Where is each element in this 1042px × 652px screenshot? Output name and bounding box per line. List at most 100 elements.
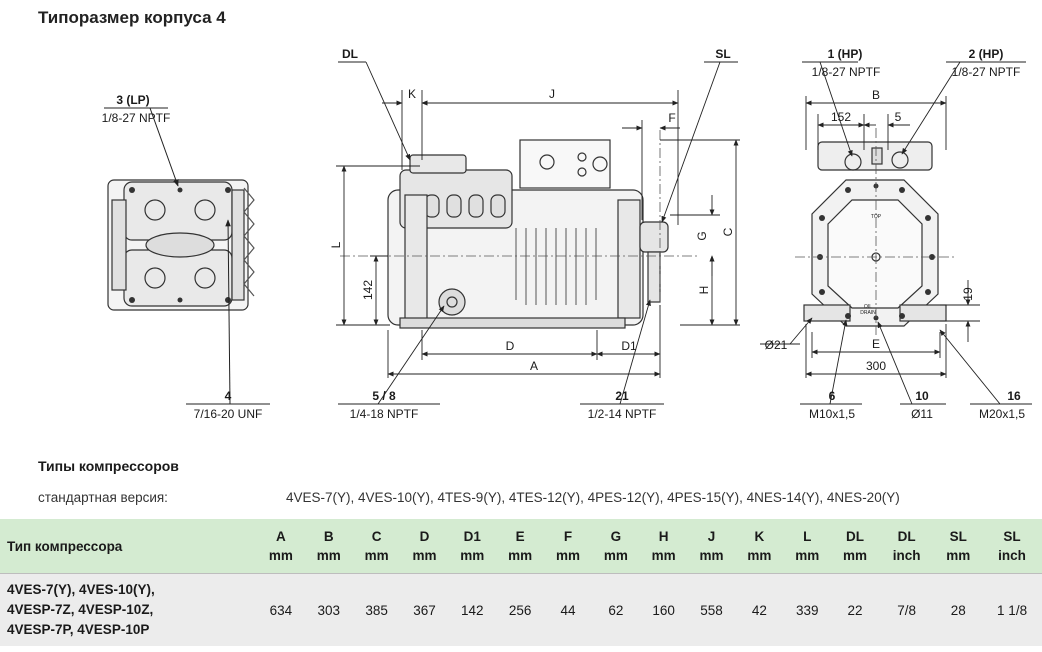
header-col-14: SL mm xyxy=(934,519,982,574)
front-view-labels: 1 (HP) 1/8-27 NPTF 2 (HP) 1/8-27 NPTF B … xyxy=(765,47,1026,421)
port-4-thread: 7/16-20 UNF xyxy=(194,407,263,421)
header-col-name: DL xyxy=(846,529,865,544)
front-view-dimensions xyxy=(760,61,1032,405)
cell-value: 160 xyxy=(639,573,688,646)
port-21-thread: 1/2-14 NPTF xyxy=(588,407,657,421)
label-k: K xyxy=(408,87,416,101)
header-col-unit: mm xyxy=(795,548,820,563)
header-col-unit: mm xyxy=(946,548,971,563)
label-h: H xyxy=(697,286,711,295)
port-16-number: 16 xyxy=(1007,389,1021,403)
header-col-name: H xyxy=(658,529,669,544)
page-title: Типоразмер корпуса 4 xyxy=(38,8,226,27)
cell-value: 28 xyxy=(934,573,983,646)
header-col-unit: mm xyxy=(747,548,772,563)
label-drain: DRAIN xyxy=(860,310,876,316)
label-g: G xyxy=(695,231,709,240)
cell-value: 42 xyxy=(735,573,784,646)
label-f: F xyxy=(668,111,675,125)
header-col-unit: mm xyxy=(555,548,580,563)
callout-lp: 3 (LP) 1/8-27 NPTF xyxy=(102,93,179,187)
header-col-unit: inch xyxy=(892,548,921,563)
cell-value: 142 xyxy=(448,573,497,646)
cell-value: 303 xyxy=(304,573,353,646)
header-col-name: D1 xyxy=(463,529,481,544)
hp2-port-number: 2 (HP) xyxy=(969,47,1004,61)
header-compressor-type: Тип компрессора xyxy=(7,538,123,554)
header-col-unit: mm xyxy=(699,548,724,563)
port-58-number: 5 / 8 xyxy=(372,389,396,403)
label-152: 152 xyxy=(831,110,851,124)
side-view-centerlines xyxy=(340,130,700,310)
port-4-number: 4 xyxy=(225,389,232,403)
hp2-port-thread: 1/8-27 NPTF xyxy=(952,65,1021,79)
header-col-unit: mm xyxy=(603,548,628,563)
front-view xyxy=(803,141,947,327)
port-16-thread: M20x1,5 xyxy=(979,407,1025,421)
label-top: TOP xyxy=(871,214,882,220)
cell-value: 385 xyxy=(352,573,401,646)
header-col-unit: mm xyxy=(508,548,533,563)
header-col-name: K xyxy=(754,529,765,544)
header-col-12: DL mm xyxy=(831,519,879,574)
header-col-unit: mm xyxy=(651,548,676,563)
header-col-unit: inch xyxy=(998,548,1026,563)
port-6-number: 6 xyxy=(829,389,836,403)
header-col-name: DL xyxy=(897,529,916,544)
header-col-unit: mm xyxy=(843,548,868,563)
header-col-name: SL xyxy=(949,529,967,544)
label-a: A xyxy=(530,359,538,373)
side-view xyxy=(387,139,669,329)
cell-value: 367 xyxy=(400,573,449,646)
label-142: 142 xyxy=(361,280,375,300)
label-300: 300 xyxy=(866,359,886,373)
header-col-name: A xyxy=(276,529,286,544)
label-b: B xyxy=(872,88,880,102)
cell-value: 339 xyxy=(783,573,832,646)
table-body: 4VES-7(Y), 4VES-10(Y), 4VESP-7Z, 4VESP-1… xyxy=(0,573,1042,646)
port-10-number: 10 xyxy=(915,389,929,403)
cell-value: 256 xyxy=(496,573,545,646)
header-col-unit: mm xyxy=(268,548,293,563)
label-oil: OIL xyxy=(864,304,872,310)
lp-port-thread: 1/8-27 NPTF xyxy=(102,111,171,125)
header-col-name: L xyxy=(803,529,812,544)
label-5: 5 xyxy=(895,110,902,124)
cell-value: 22 xyxy=(831,573,879,646)
cell-value: 7/8 xyxy=(878,573,935,646)
port-10-diameter: Ø11 xyxy=(911,407,933,421)
hp1-port-number: 1 (HP) xyxy=(828,47,863,61)
header-col-unit: mm xyxy=(412,548,437,563)
cell-value: 634 xyxy=(257,573,305,646)
label-l: L xyxy=(329,241,343,248)
standard-version-label: стандартная версия: xyxy=(38,490,168,505)
callout-port-4: 4 7/16-20 UNF xyxy=(186,219,270,421)
technical-drawing: 3 (LP) 1/8-27 NPTF 4 7/16-20 UNF xyxy=(102,47,1032,421)
table-row: 4VES-7(Y), 4VES-10(Y), 4VESP-7Z, 4VESP-1… xyxy=(0,573,1042,646)
cell-value: 62 xyxy=(591,573,640,646)
header-col-13: DL inch xyxy=(879,519,934,574)
header-col-name: D xyxy=(419,529,430,544)
hp1-port-thread: 1/8-27 NPTF xyxy=(812,65,881,79)
cell-value: 558 xyxy=(687,573,736,646)
label-e: E xyxy=(872,337,880,351)
cell-value: 44 xyxy=(544,573,592,646)
header-col-name: J xyxy=(707,529,716,544)
label-d1: D1 xyxy=(621,339,637,353)
label-c: C xyxy=(721,227,735,236)
label-19: 19 xyxy=(961,287,975,301)
label-j: J xyxy=(549,87,555,101)
top-view xyxy=(107,179,255,311)
header-col-unit: mm xyxy=(316,548,341,563)
